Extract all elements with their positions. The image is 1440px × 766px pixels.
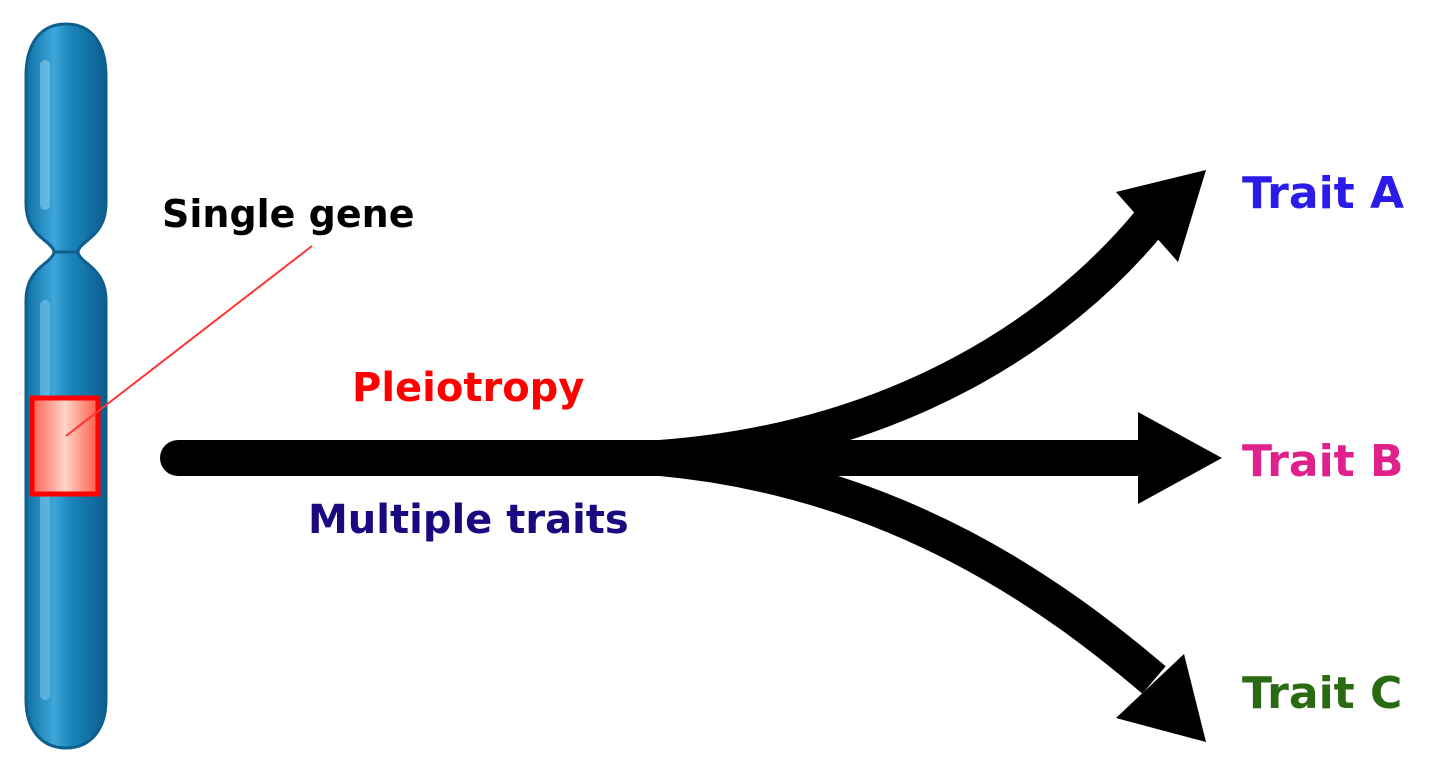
fork-junction xyxy=(650,440,730,476)
arrowhead-trait-b xyxy=(1138,412,1222,504)
arrowhead-trait-c xyxy=(1116,654,1206,742)
multiple-traits-label: Multiple traits xyxy=(308,497,629,543)
chromosome-upper-arm xyxy=(24,22,108,254)
chromosome-highlight-upper xyxy=(40,60,50,210)
branch-trait-a xyxy=(658,212,1162,476)
trait-c-label: Trait C xyxy=(1242,668,1403,719)
single-gene-label: Single gene xyxy=(162,192,415,236)
gene-box xyxy=(29,395,101,497)
branch-trait-c xyxy=(658,440,1166,694)
chromosome-highlight-lower xyxy=(40,300,50,700)
chromosome-lower-arm xyxy=(24,250,108,750)
gene-leader-line xyxy=(65,245,313,437)
arrowhead-trait-a xyxy=(1116,170,1206,262)
trait-b-label: Trait B xyxy=(1242,436,1404,487)
pleiotropy-label: Pleiotropy xyxy=(352,365,585,411)
trait-a-label: Trait A xyxy=(1242,168,1405,219)
